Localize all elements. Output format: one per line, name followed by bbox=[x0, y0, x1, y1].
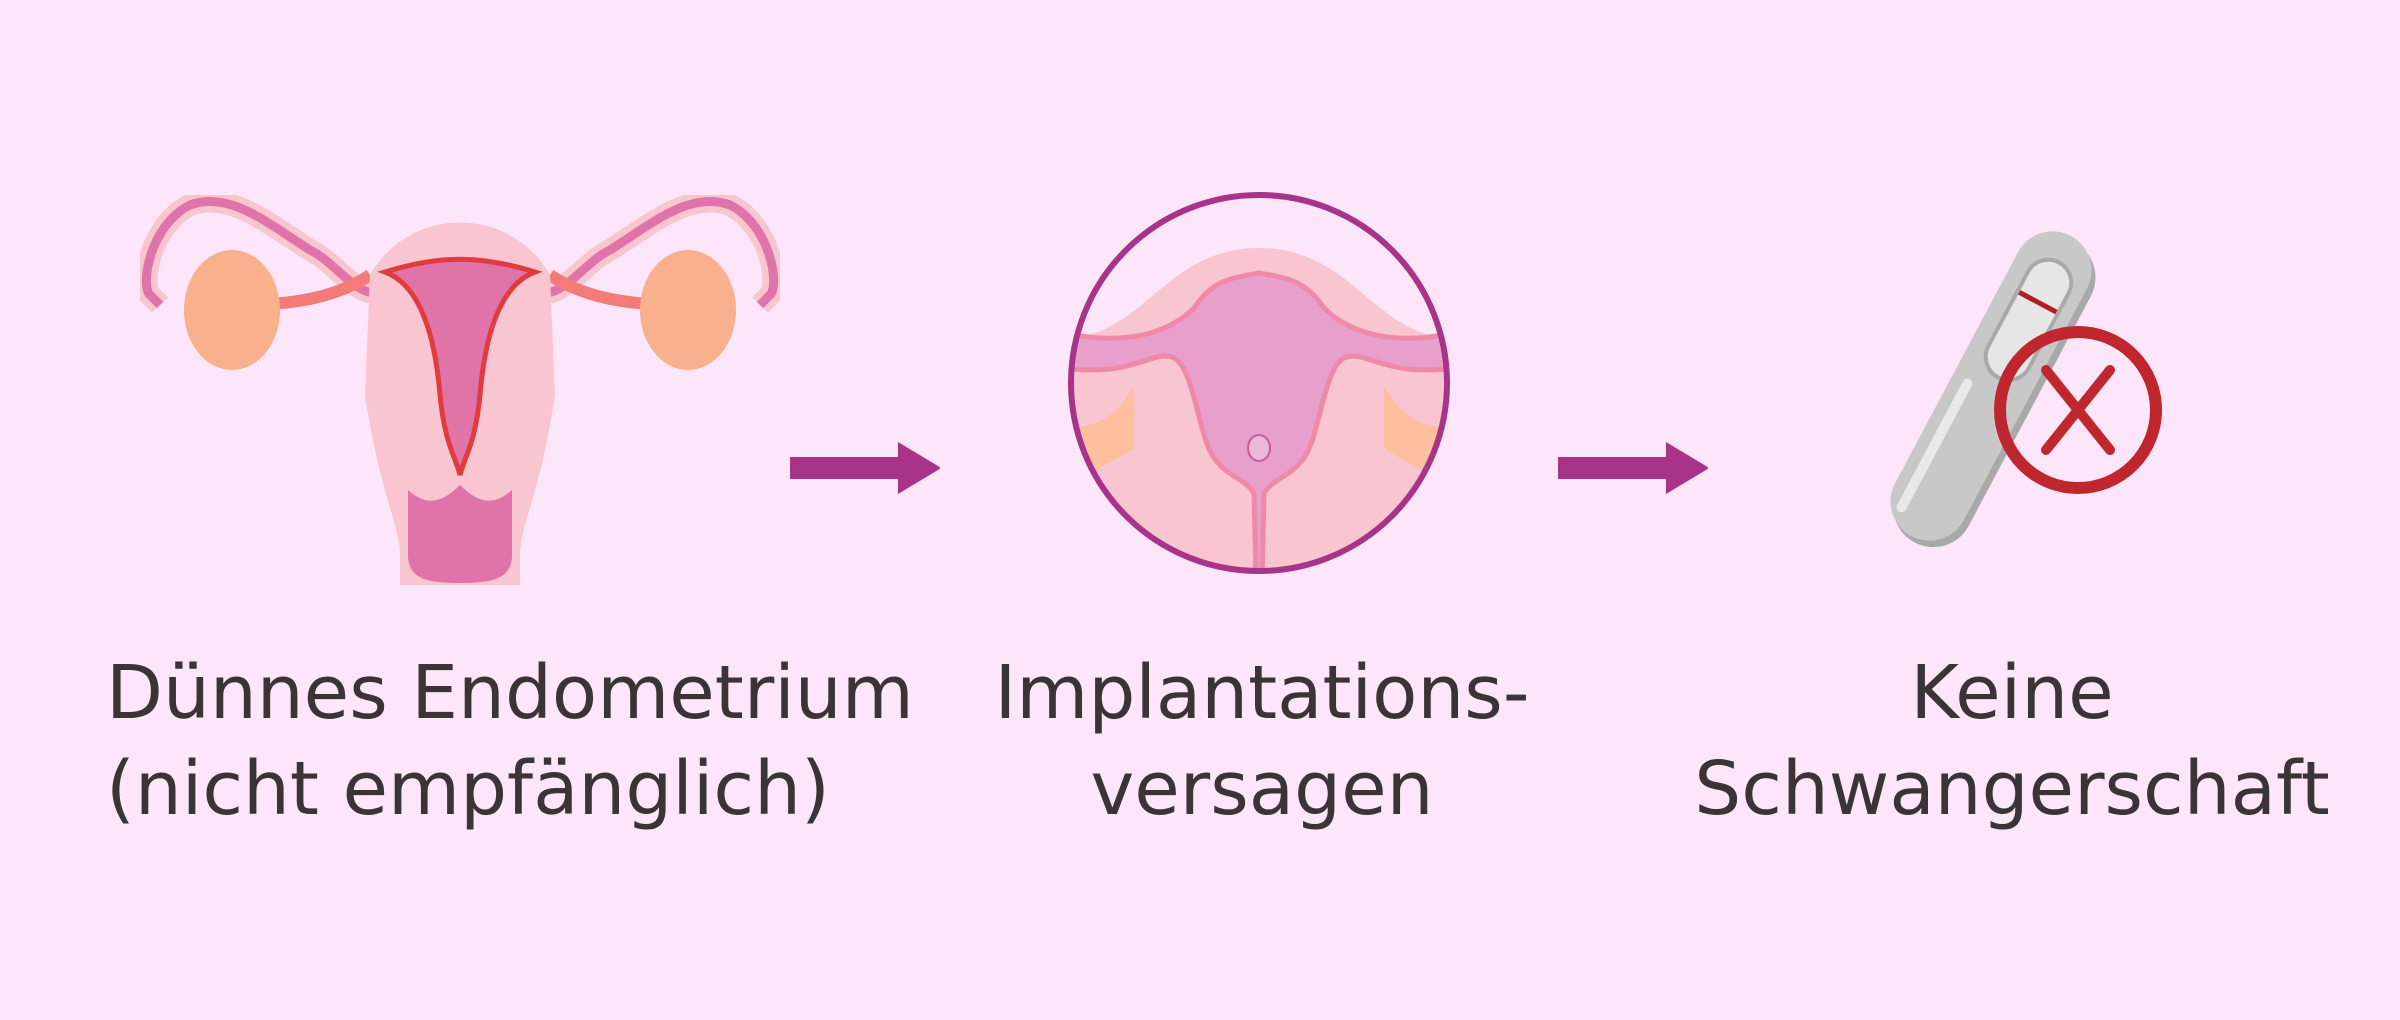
negative-pregnancy-test-illustration bbox=[1890, 231, 2162, 548]
cross-icon bbox=[1994, 326, 2162, 494]
thin-endometrium-uterus-illustration bbox=[140, 195, 780, 585]
implantation-failure-illustration bbox=[1068, 192, 1450, 574]
left-ovary bbox=[184, 250, 280, 370]
label-line: Keine bbox=[1910, 650, 2114, 736]
label-line: Dünnes Endometrium bbox=[106, 650, 914, 736]
arrow-right-icon bbox=[790, 442, 940, 494]
arrow-right-icon bbox=[1558, 442, 1708, 494]
step-label-thin-endometrium: Dünnes Endometrium (nicht empfänglich) bbox=[106, 645, 914, 837]
step-label-no-pregnancy: Keine Schwangerschaft bbox=[1662, 645, 2362, 837]
step-label-implantation-failure: Implantations- versagen bbox=[912, 645, 1612, 837]
label-line: (nicht empfänglich) bbox=[106, 746, 830, 832]
right-ovary bbox=[640, 250, 736, 370]
label-line: Schwangerschaft bbox=[1694, 746, 2330, 832]
label-line: versagen bbox=[1090, 746, 1434, 832]
embryo-icon bbox=[1247, 434, 1271, 462]
label-line: Implantations- bbox=[994, 650, 1530, 736]
